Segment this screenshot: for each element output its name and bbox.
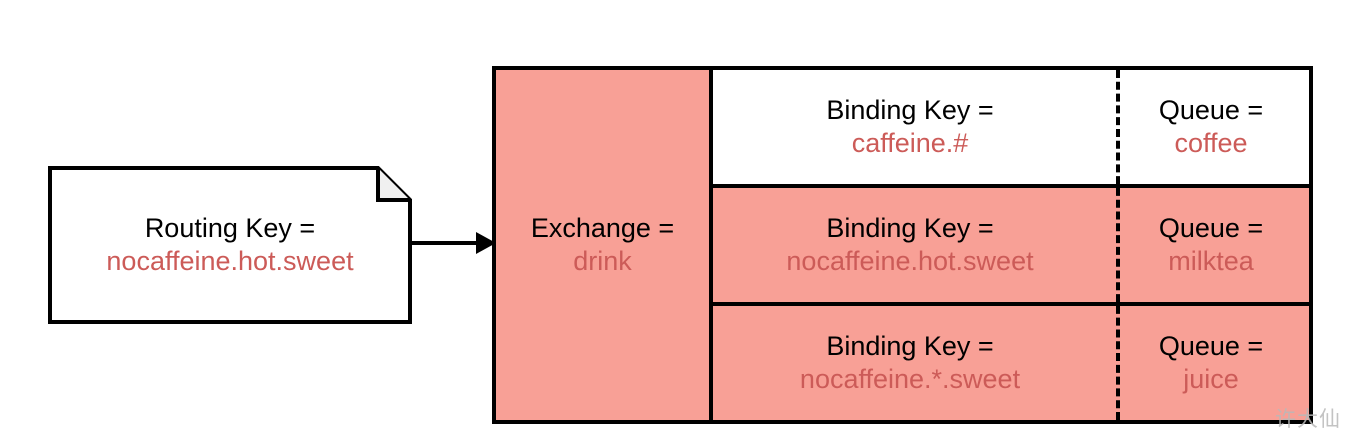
queue-label: Queue = (1158, 94, 1264, 125)
exchange-bindings-table: Exchange = drink Binding Key = caffeine.… (492, 66, 1313, 424)
binding-key-value: caffeine.# (851, 128, 969, 158)
queue-cell: Queue = juice (1113, 306, 1309, 420)
queue-cell: Queue = coffee (1113, 70, 1309, 184)
note-shape-icon (48, 166, 412, 324)
binding-key-value: nocaffeine.hot.sweet (786, 246, 1034, 276)
exchange-value: drink (573, 246, 632, 276)
binding-row: Binding Key = nocaffeine.*.sweet Queue =… (713, 302, 1309, 420)
exchange-label: Exchange = (530, 212, 675, 243)
queue-cell: Queue = milktea (1113, 188, 1309, 302)
queue-label: Queue = (1158, 212, 1264, 243)
queue-value: milktea (1168, 246, 1254, 276)
binding-row: Binding Key = caffeine.# Queue = coffee (713, 70, 1309, 184)
bindings-column: Binding Key = caffeine.# Queue = coffee … (713, 70, 1309, 420)
binding-key-label: Binding Key = (826, 330, 994, 361)
exchange-cell: Exchange = drink (496, 70, 713, 420)
binding-key-cell: Binding Key = caffeine.# (713, 70, 1113, 184)
binding-key-value: nocaffeine.*.sweet (799, 364, 1021, 394)
binding-key-label: Binding Key = (826, 212, 994, 243)
watermark: 许大仙 (1275, 407, 1341, 431)
routing-key-note: Routing Key = nocaffeine.hot.sweet (48, 166, 412, 324)
binding-key-cell: Binding Key = nocaffeine.hot.sweet (713, 188, 1113, 302)
arrow-right-icon (410, 232, 496, 254)
routing-arrow (410, 228, 496, 263)
queue-label: Queue = (1158, 330, 1264, 361)
queue-value: coffee (1174, 128, 1248, 158)
queue-value: juice (1183, 364, 1239, 394)
binding-key-cell: Binding Key = nocaffeine.*.sweet (713, 306, 1113, 420)
binding-row: Binding Key = nocaffeine.hot.sweet Queue… (713, 184, 1309, 302)
binding-key-label: Binding Key = (826, 94, 994, 125)
